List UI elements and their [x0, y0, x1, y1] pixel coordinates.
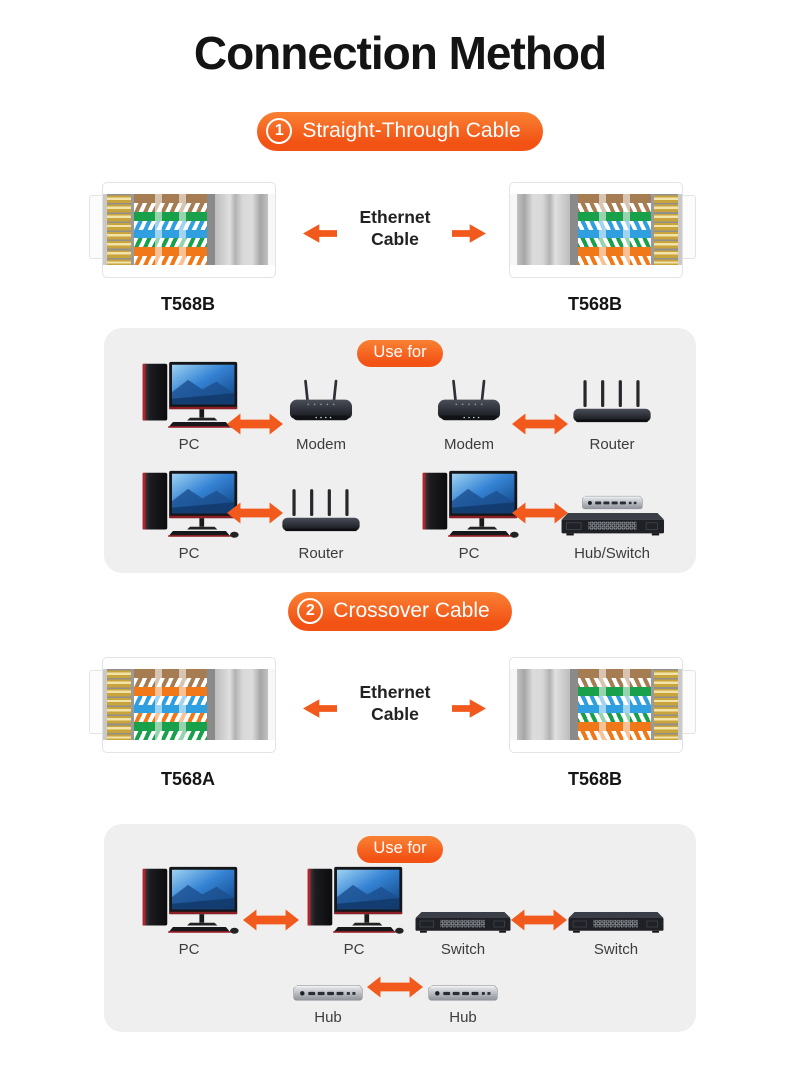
device-modem: Modem	[286, 350, 356, 453]
double-arrow-icon	[367, 976, 423, 998]
rj45-plug-tab	[681, 195, 696, 259]
rj45-gold-pins	[103, 669, 134, 740]
device-label: Hub	[449, 1009, 477, 1026]
rj45-boot	[517, 669, 570, 740]
device-pc: PC	[417, 458, 521, 562]
rj45-plug-tab	[681, 670, 696, 734]
pc-image	[142, 866, 239, 934]
device-label: Hub	[314, 1009, 342, 1026]
device-pc: PC	[302, 854, 406, 958]
modem-image	[289, 379, 353, 421]
use-for-badge: Use for	[357, 340, 443, 367]
rj45-connector-left-t568b	[88, 182, 277, 278]
rj45-plug-body	[509, 182, 683, 278]
device-router: Router	[279, 458, 363, 562]
rj45-wires	[578, 194, 651, 265]
rj45-gold-pins	[651, 669, 682, 740]
device-label: Modem	[443, 436, 495, 453]
use-for-panel-2: Use for PC PC Switch Switch Hub Hub	[104, 824, 696, 1032]
device-hub: Hub	[427, 970, 499, 1026]
device-label: PC	[178, 941, 200, 958]
device-label: Switch	[440, 941, 486, 958]
hub-image	[293, 985, 363, 1001]
section-1-number-badge: 1	[266, 118, 293, 144]
device-label: Router	[298, 545, 344, 562]
section-2-heading: Crossover Cable	[333, 599, 490, 622]
rj45-plug-tab	[89, 195, 104, 259]
rj45-boot	[517, 194, 570, 265]
wiring-standard-label-left: T568B	[160, 294, 216, 314]
switch-image	[415, 911, 511, 934]
section-1-pill: 1 Straight-Through Cable	[257, 112, 543, 151]
device-hub-switch: Hub/Switch	[559, 458, 665, 562]
rj45-wires	[578, 669, 651, 740]
device-label: PC	[343, 941, 365, 958]
device-label: Modem	[295, 436, 347, 453]
section-1-heading: Straight-Through Cable	[302, 119, 521, 142]
device-pc: PC	[137, 854, 241, 958]
ethernet-cable-label: Ethernet Cable	[359, 682, 431, 724]
pc-image	[142, 470, 239, 538]
rj45-gold-pins	[651, 194, 682, 265]
section-2-pill: 2 Crossover Cable	[288, 592, 512, 631]
rj45-plug-body	[102, 182, 276, 278]
page-title: Connection Method	[193, 27, 607, 79]
router-image	[573, 380, 651, 423]
rj45-gold-pins	[103, 194, 134, 265]
use-for-badge: Use for	[357, 836, 443, 863]
rj45-connector-right-t568b	[508, 182, 697, 278]
hub-image	[428, 985, 498, 1001]
rj45-connector-left-t568a	[88, 657, 277, 753]
double-arrow-icon	[243, 909, 299, 931]
rj45-connector-right-t568b	[508, 657, 697, 753]
device-router: Router	[570, 350, 654, 453]
double-arrow-icon	[512, 413, 568, 435]
wiring-standard-label-right: T568B	[567, 769, 623, 789]
cable-row-2: Ethernet Cable T568A T568B	[0, 655, 800, 795]
pc-image	[422, 470, 519, 538]
rj45-plug-body	[509, 657, 683, 753]
router-image	[282, 489, 360, 532]
rj45-wires	[134, 194, 207, 265]
wiring-standard-label-left: T568A	[160, 769, 216, 789]
double-arrow-icon	[511, 909, 567, 931]
cable-row-1: Ethernet Cable T568B T568B	[0, 180, 800, 320]
rj45-boot	[215, 669, 268, 740]
rj45-wires	[134, 669, 207, 740]
wiring-standard-label-right: T568B	[567, 294, 623, 314]
modem-image	[437, 379, 501, 421]
device-switch: Switch	[414, 854, 512, 958]
use-for-panel-1: Use for PC Modem Modem Router PC Router	[104, 328, 696, 573]
device-switch: Switch	[567, 854, 665, 958]
pc-image	[307, 866, 404, 934]
rj45-boot	[215, 194, 268, 265]
hub-switch-image	[559, 493, 665, 539]
ethernet-cable-label: Ethernet Cable	[359, 207, 431, 249]
device-label: Hub/Switch	[574, 545, 650, 562]
pc-image	[142, 361, 239, 429]
device-hub: Hub	[292, 970, 364, 1026]
section-2-number-badge: 2	[297, 598, 324, 624]
device-label: Switch	[593, 941, 639, 958]
rj45-plug-tab	[89, 670, 104, 734]
device-label: PC	[178, 545, 200, 562]
rj45-plug-body	[102, 657, 276, 753]
device-pc: PC	[137, 350, 241, 453]
device-modem: Modem	[434, 350, 504, 453]
switch-image	[568, 911, 664, 934]
device-label: PC	[458, 545, 480, 562]
device-label: PC	[178, 436, 200, 453]
device-pc: PC	[137, 458, 241, 562]
device-label: Router	[589, 436, 635, 453]
